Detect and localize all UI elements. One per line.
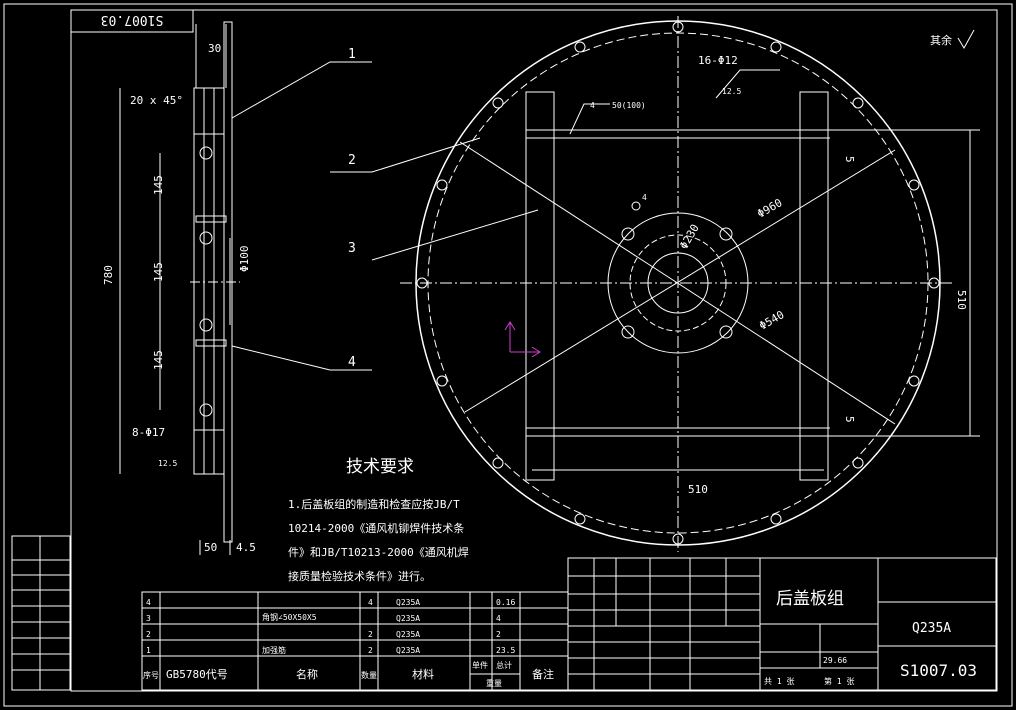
bom-row4-mat: Q235A <box>396 598 420 607</box>
bom-row2-qty: 2 <box>368 630 373 639</box>
left-revision-strip <box>11 535 71 691</box>
bom-header-name: 名称 <box>296 667 318 681</box>
balloon-4: 4 <box>348 355 356 370</box>
dim-5-bottom: 5 <box>843 416 856 423</box>
dim-145-a: 145 <box>152 175 165 195</box>
bom-row1-mat: Q235A <box>396 646 420 655</box>
bom-header-weight: 重量 <box>486 678 502 688</box>
front-view <box>400 16 980 552</box>
bom-header-note: 备注 <box>532 667 554 681</box>
tech-line-1: 1.后盖板组的制造和检查应按JB/T <box>288 497 460 511</box>
dim-510-horizontal: 510 <box>688 483 708 496</box>
title-block-drawing-number: S1007.03 <box>900 661 977 680</box>
bom-header-qty: 数量 <box>361 670 377 680</box>
dim-145-c: 145 <box>152 350 165 370</box>
bom-row3-no: 3 <box>146 614 151 623</box>
bom-header-no: 序号 <box>143 670 159 680</box>
ucs-icon <box>504 321 541 358</box>
tech-heading: 技术要求 <box>346 457 414 477</box>
mirrored-number-box <box>70 9 194 33</box>
balloon-3: 3 <box>348 241 356 256</box>
bom-row3-weight: 4 <box>496 614 501 623</box>
bom-row2-mat: Q235A <box>396 630 420 639</box>
dim-8-holes: 8-Φ17 <box>132 426 165 439</box>
bom-table <box>141 591 569 691</box>
bom-row4-weight: 0.16 <box>496 598 515 607</box>
dim-phi100: Φ100 <box>238 246 251 273</box>
dim-780: 780 <box>102 265 115 285</box>
weld-size-1: 4 <box>590 101 595 110</box>
bom-row1-weight: 23.5 <box>496 646 515 655</box>
side-view <box>119 21 240 555</box>
balloon-1: 1 <box>348 47 356 62</box>
inner-frame <box>70 9 998 692</box>
bom-row3-mat: Q235A <box>396 614 420 623</box>
roughness-symbol <box>957 29 975 49</box>
bom-row1-qty: 2 <box>368 646 373 655</box>
dim-phi540: Φ540 <box>757 308 786 333</box>
balloon-2: 2 <box>348 153 356 168</box>
bom-row2-no: 2 <box>146 630 151 639</box>
dim-145-b: 145 <box>152 262 165 282</box>
weld-length: 50(100) <box>612 101 646 110</box>
sheet-number: 第 1 张 <box>824 676 854 686</box>
bom-header-code: GB5780代号 <box>166 668 228 681</box>
bom-row4-no: 4 <box>146 598 151 607</box>
dim-16-holes: 16-Φ12 <box>698 54 738 67</box>
dim-chamfer: 20 x 45° <box>130 94 183 107</box>
dim-50: 50 <box>204 541 217 554</box>
bom-row2-weight: 2 <box>496 630 501 639</box>
bom-header-mat: 材料 <box>412 667 434 681</box>
bom-row3-name: 角钢∠50X50X5 <box>262 612 317 622</box>
mirrored-drawing-number: S1007.03 <box>101 12 164 27</box>
dim-phi230: Φ230 <box>677 222 702 251</box>
title-block-material: Q235A <box>912 621 951 636</box>
title-block-weight: 29.66 <box>823 656 847 665</box>
tech-line-3: 件》和JB/T10213-2000《通风机焊 <box>288 545 469 559</box>
bom-row4-qty: 4 <box>368 598 373 607</box>
dim-510-vertical: 510 <box>955 290 968 310</box>
bom-row1-name: 加强筋 <box>262 645 286 655</box>
dim-phi960: Φ960 <box>755 196 784 221</box>
bom-header-unit: 单件 <box>472 660 488 670</box>
bolt-circle-holes <box>416 21 940 545</box>
tech-line-2: 10214-2000《通风机铆焊件技术条 <box>288 521 464 535</box>
dim-4-5: 4.5 <box>236 541 256 554</box>
dim-30: 30 <box>208 42 221 55</box>
dim-roughness-a: 12.5 <box>158 459 177 468</box>
weld-size-2: 4 <box>642 193 647 202</box>
bom-row1-no: 1 <box>146 646 151 655</box>
leader-lines <box>231 61 539 371</box>
surface-finish-label: 其余 <box>930 33 952 47</box>
dim-5-top: 5 <box>843 156 856 163</box>
sheet-count: 共 1 张 <box>764 677 794 686</box>
bom-header-total: 总计 <box>496 660 512 670</box>
title-block-title: 后盖板组 <box>776 589 844 609</box>
tech-line-4: 接质量检验技术条件》进行。 <box>288 569 431 583</box>
outer-frame <box>3 3 1013 707</box>
title-block <box>567 557 997 691</box>
dim-roughness-b: 12.5 <box>722 87 741 96</box>
